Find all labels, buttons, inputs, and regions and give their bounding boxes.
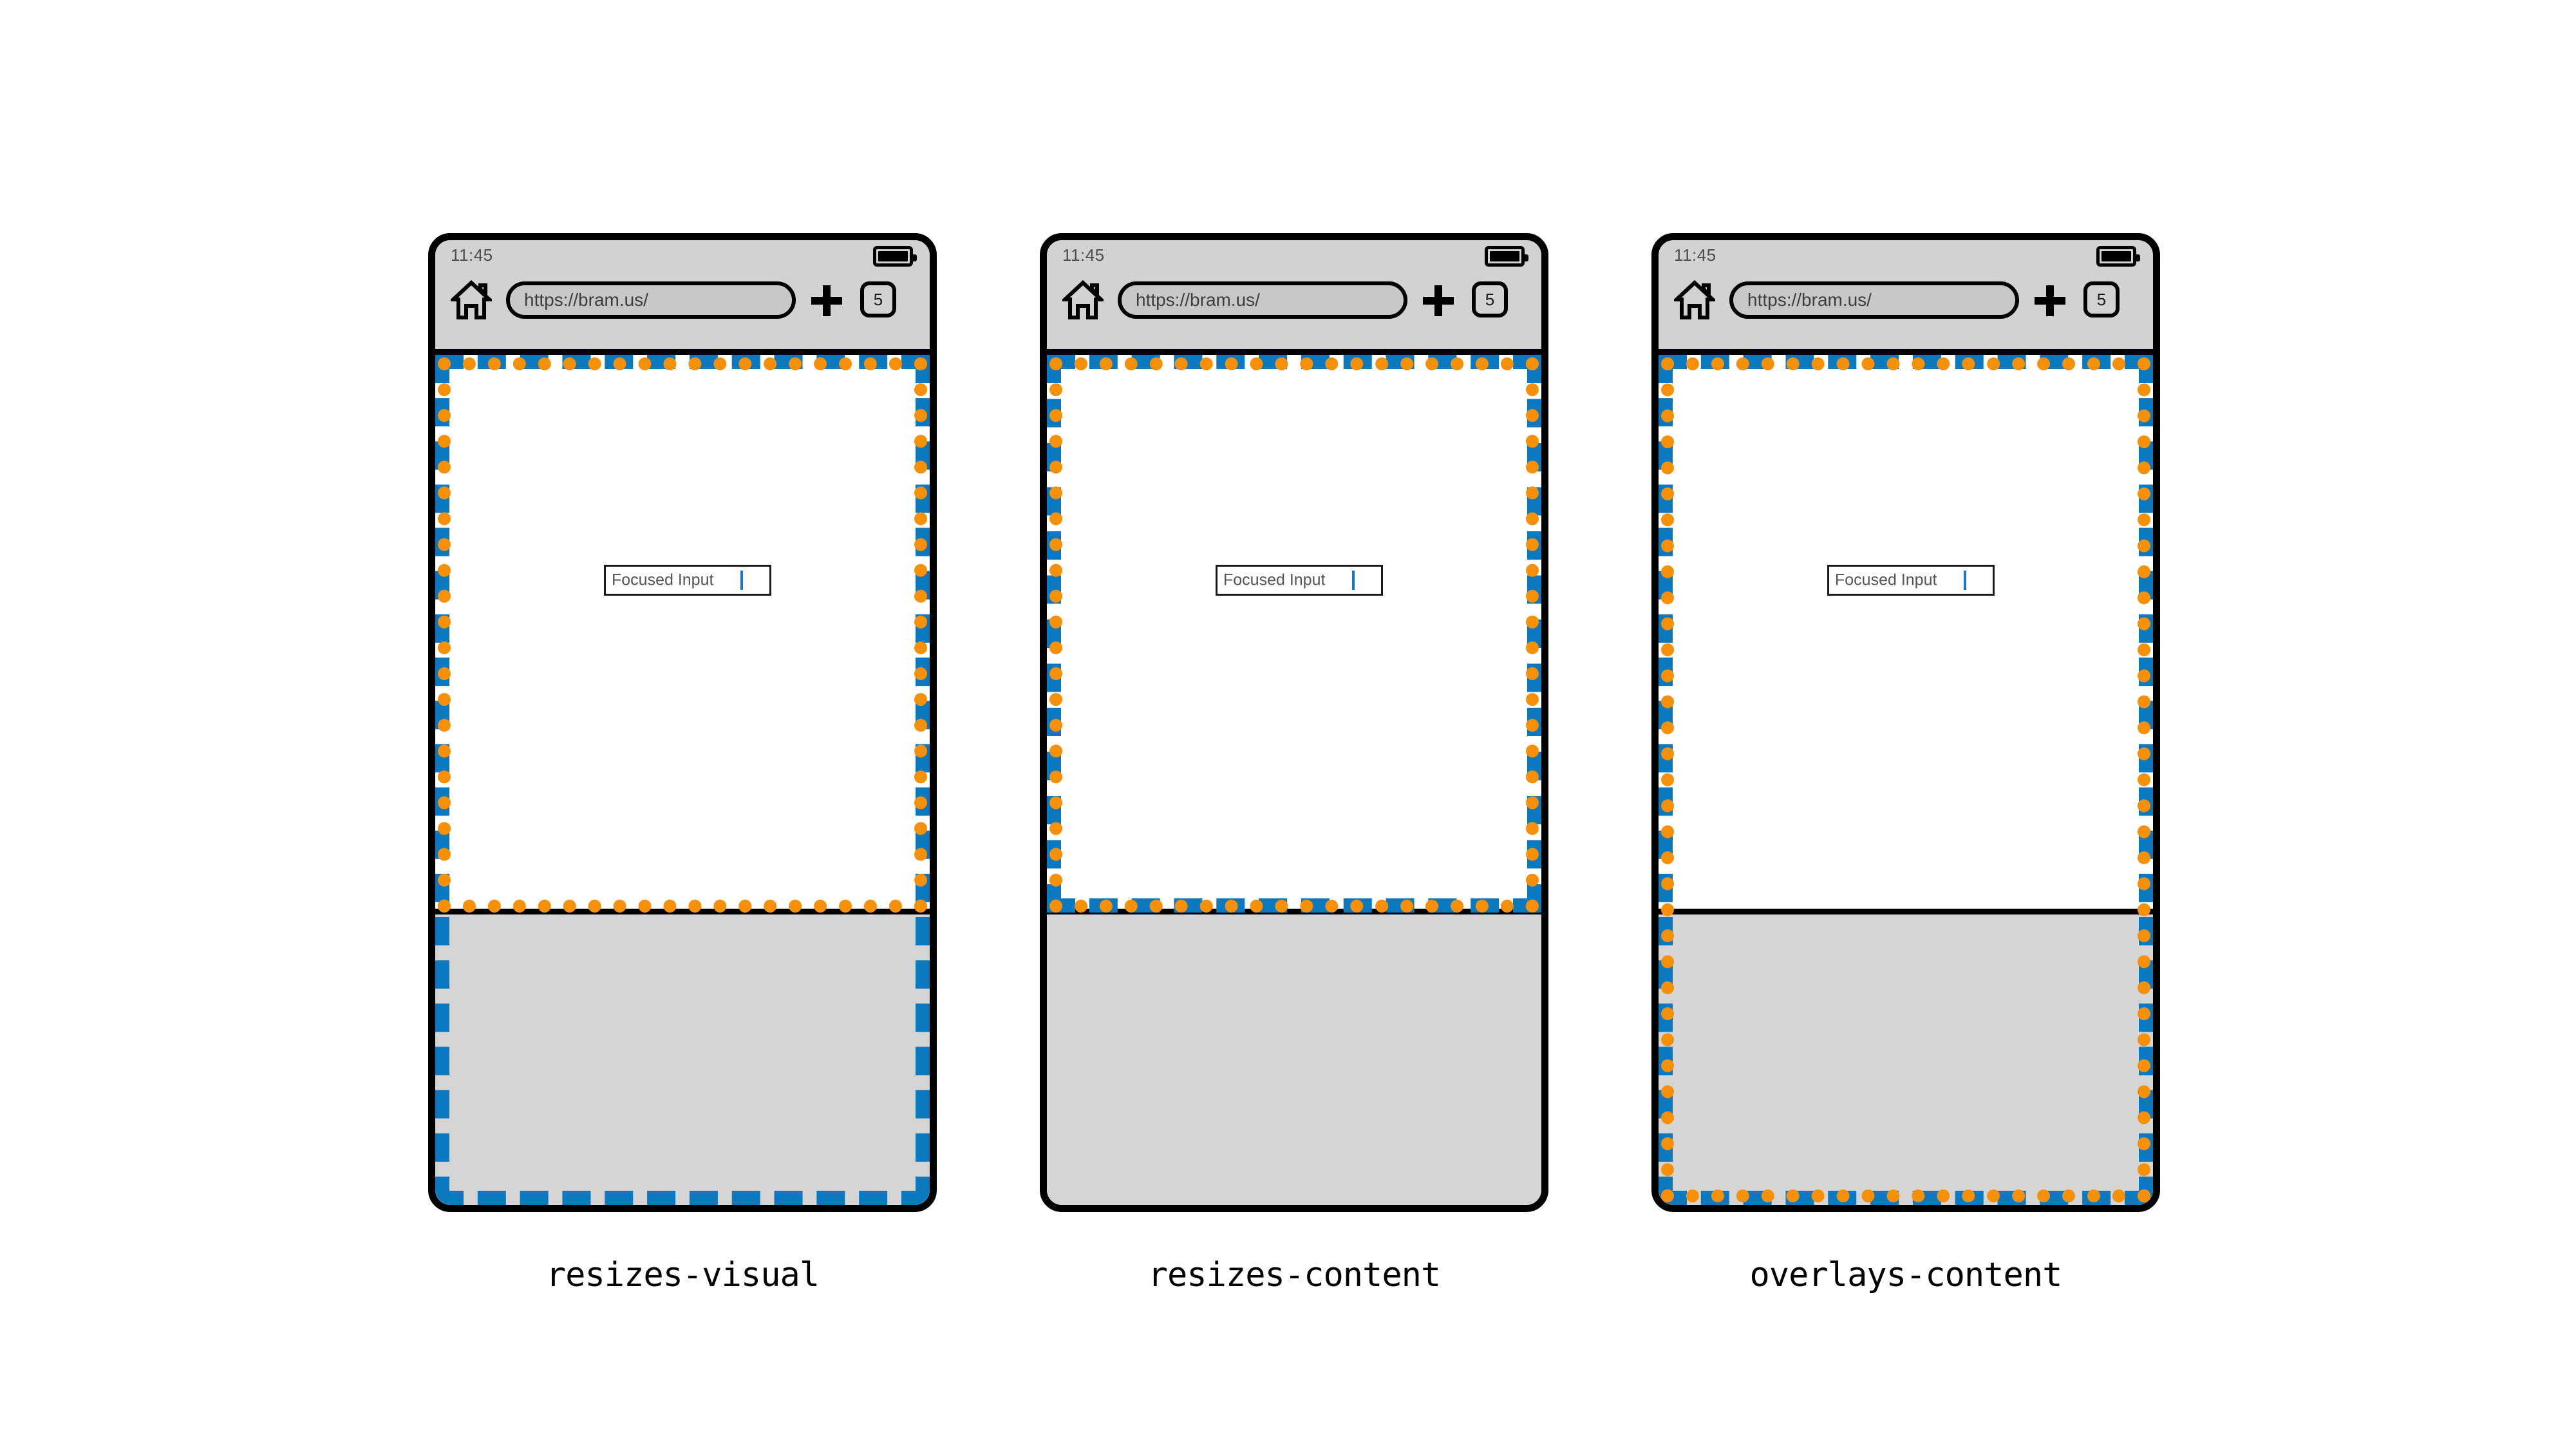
caption-resizes-visual: resizes-visual [545, 1256, 820, 1294]
plus-icon[interactable] [811, 285, 842, 316]
page-area: Focused Input [1047, 355, 1541, 1205]
home-icon[interactable] [448, 279, 494, 320]
page-area: Focused Input [1659, 355, 2153, 1205]
url-text: https://bram.us/ [1747, 290, 1872, 310]
home-icon[interactable] [1060, 279, 1106, 320]
status-bar: 11:45 [1659, 240, 2153, 274]
focused-input-value: Focused Input [1835, 571, 1937, 589]
focused-input[interactable]: Focused Input [1216, 565, 1383, 596]
page-content [1659, 355, 2153, 909]
caption-resizes-content: resizes-content [1147, 1256, 1442, 1294]
focused-input[interactable]: Focused Input [1827, 565, 1995, 596]
browser-toolbar: https://bram.us/ 5 [435, 274, 930, 349]
text-caret [740, 571, 743, 590]
page-area: Focused Input [435, 355, 930, 1205]
focused-input-value: Focused Input [612, 571, 714, 589]
virtual-keyboard [435, 914, 930, 1205]
status-bar: 11:45 [1047, 240, 1541, 274]
text-caret [1964, 571, 1966, 590]
url-text: https://bram.us/ [524, 290, 648, 310]
phone-mockup-resizes-content: 11:45 https://bram.us/ 5 [1040, 233, 1548, 1212]
phone-mockup-resizes-visual: 11:45 https://bram.us/ 5 [428, 233, 937, 1212]
battery-icon [1485, 246, 1528, 267]
keyboard-divider [1047, 909, 1541, 914]
virtual-keyboard [1659, 914, 2153, 1205]
browser-chrome: 11:45 https://bram.us/ 5 [1659, 240, 2153, 355]
tab-count-button[interactable]: 5 [2083, 281, 2120, 317]
focused-input-value: Focused Input [1223, 571, 1326, 589]
tab-count-button[interactable]: 5 [860, 281, 896, 317]
status-clock: 11:45 [451, 245, 493, 265]
plus-icon[interactable] [2035, 285, 2065, 316]
browser-chrome: 11:45 https://bram.us/ 5 [1047, 240, 1541, 355]
plus-icon[interactable] [1423, 285, 1454, 316]
phone-mockup-overlays-content: 11:45 https://bram.us/ 5 [1651, 233, 2160, 1212]
page-content [1047, 355, 1541, 909]
status-bar: 11:45 [435, 240, 930, 274]
home-icon[interactable] [1671, 279, 1718, 320]
keyboard-divider [1659, 909, 2153, 914]
focused-input[interactable]: Focused Input [604, 565, 771, 596]
caption-overlays-content: overlays-content [1749, 1256, 2063, 1294]
battery-icon [873, 246, 917, 267]
page-content [435, 355, 930, 909]
url-text: https://bram.us/ [1136, 290, 1260, 310]
phone-screen: 11:45 https://bram.us/ 5 [1659, 240, 2153, 1205]
tab-count-button[interactable]: 5 [1472, 281, 1508, 317]
phone-screen: 11:45 https://bram.us/ 5 [435, 240, 930, 1205]
browser-chrome: 11:45 https://bram.us/ 5 [435, 240, 930, 355]
phone-screen: 11:45 https://bram.us/ 5 [1047, 240, 1541, 1205]
battery-icon [2096, 246, 2140, 267]
keyboard-divider [435, 909, 930, 914]
status-clock: 11:45 [1062, 245, 1105, 265]
url-bar[interactable]: https://bram.us/ [506, 281, 796, 319]
url-bar[interactable]: https://bram.us/ [1729, 281, 2019, 319]
url-bar[interactable]: https://bram.us/ [1118, 281, 1407, 319]
browser-toolbar: https://bram.us/ 5 [1047, 274, 1541, 349]
text-caret [1352, 571, 1355, 590]
virtual-keyboard [1047, 914, 1541, 1205]
status-clock: 11:45 [1674, 245, 1716, 265]
browser-toolbar: https://bram.us/ 5 [1659, 274, 2153, 349]
